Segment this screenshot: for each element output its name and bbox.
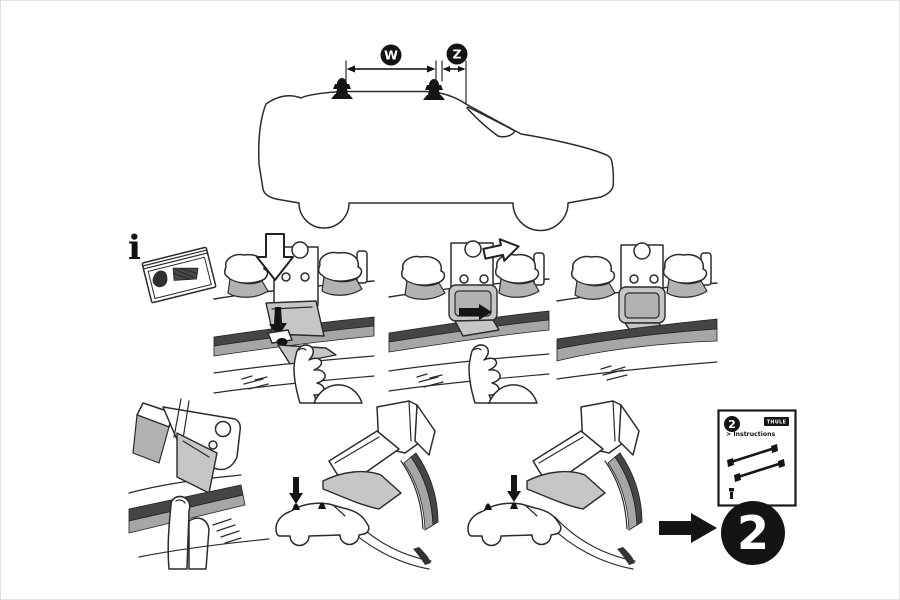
car-position-indicator: [275, 477, 370, 547]
motion-hatch: [212, 518, 242, 544]
detail-panel-hook: [128, 398, 270, 570]
slide-right-arrow-icon: [482, 238, 520, 262]
motion-hatch: [241, 375, 269, 390]
roof-foot-front: [331, 78, 353, 99]
door-seal-gray: [388, 319, 550, 353]
bracket-clip: [276, 338, 288, 346]
card-step-badge: 2: [724, 416, 740, 432]
door-bottom-line: [138, 538, 270, 558]
foot-on-doorframe: [526, 400, 643, 570]
bracket-lower: [454, 319, 500, 337]
info-note: i: [128, 228, 217, 304]
mini-foot-front: [292, 503, 300, 510]
slide-direction-arrow-icon: [459, 304, 492, 320]
windshield: [466, 106, 516, 138]
foot-on-doorframe: [322, 400, 439, 570]
step-number-badge: 2: [721, 501, 785, 565]
door-seal-gray: [556, 328, 718, 362]
z-label-badge: Z: [446, 43, 468, 65]
press-down-arrow-icon: [256, 233, 294, 281]
step-panel-seated: [556, 242, 718, 381]
instruction-manual-card: 2 THULE > Instructions: [717, 409, 797, 507]
card-step-number: 2: [728, 418, 736, 431]
bracket-plate: [265, 300, 325, 337]
mini-foot-front: [484, 503, 492, 510]
next-step-arrow-icon: [659, 513, 717, 543]
w-label: W: [384, 48, 398, 63]
crossbars-drawing: [729, 446, 784, 479]
step-panel-slide: [388, 238, 550, 404]
w-label-badge: W: [380, 44, 402, 66]
z-dimension: [441, 60, 467, 104]
rubber-pad-right: [317, 250, 368, 296]
rubber-pad-right: [494, 252, 545, 298]
mini-windshield-line: [524, 504, 538, 517]
roof-foot-rear: [423, 79, 445, 100]
insert-direction-arrow-icon: [269, 307, 287, 337]
brand-label: THULE: [767, 419, 787, 425]
w-dimension: [345, 60, 437, 82]
mini-foot-rear: [318, 502, 326, 509]
step-number: 2: [737, 506, 769, 560]
brand-plate: THULE: [764, 417, 789, 426]
rubber-pad-right: [662, 252, 712, 298]
car-dimension-diagram: W Z: [258, 43, 615, 232]
hand-pressing: [468, 344, 538, 404]
foot-tower: [620, 242, 664, 292]
z-label: Z: [452, 47, 461, 62]
mini-car: [467, 502, 562, 547]
detail-panel-rear-foot: [467, 400, 643, 570]
position-arrow-icon: [507, 475, 521, 502]
small-part-icon: [729, 488, 734, 499]
rubber-pad-left: [223, 253, 269, 298]
pad-side: [132, 414, 170, 464]
door-seal-gray: [213, 325, 375, 357]
position-arrow-icon: [289, 477, 303, 504]
card-title: > Instructions: [726, 431, 776, 438]
pillar-line: [173, 398, 190, 440]
car-position-indicator: [467, 475, 562, 547]
mini-car: [275, 502, 370, 547]
step-panel-press: [213, 233, 375, 404]
mini-foot-rear: [510, 502, 518, 509]
car-silhouette: [258, 90, 615, 232]
rubber-pad-left: [570, 255, 616, 300]
finger-pressing: [167, 495, 210, 570]
motion-hatch: [416, 373, 444, 388]
door-lower-line: [556, 361, 718, 380]
frame-hole-small: [208, 440, 218, 450]
instruction-sheet-icon: [141, 246, 217, 304]
mini-windshield-line: [332, 504, 346, 517]
motion-hatch: [600, 365, 628, 381]
hand-pressing: [293, 344, 363, 404]
foot-tower: [450, 240, 494, 290]
detail-panel-front-foot: [275, 400, 439, 570]
info-icon: i: [128, 228, 141, 268]
frame-hole-large: [214, 420, 232, 438]
bracket-plate: [448, 284, 498, 322]
rubber-pad-left: [400, 255, 446, 300]
frame-line: [128, 474, 242, 494]
crossbar-feet: [727, 444, 785, 482]
